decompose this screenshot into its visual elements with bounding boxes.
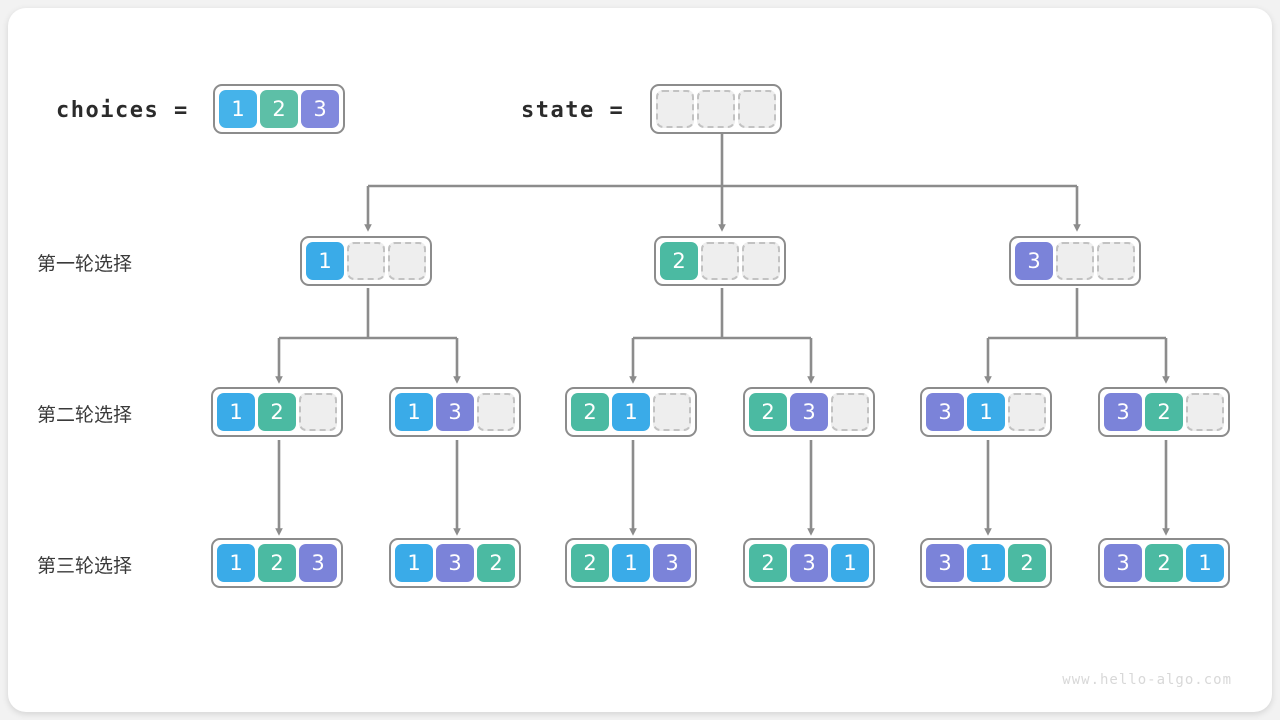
round-3-node-6-cell-1: 2: [1145, 544, 1183, 582]
watermark: www.hello-algo.com: [1062, 672, 1232, 688]
row-label-round-3: 第三轮选择: [37, 555, 133, 577]
state-empty-cell-1: [697, 90, 735, 128]
round-3-node-5-cell-2: 2: [1008, 544, 1046, 582]
round-3-node-1-cell-1: 2: [258, 544, 296, 582]
round-3-node-2-cell-1: 3: [436, 544, 474, 582]
round-1-node-3-cell-0: 3: [1015, 242, 1053, 280]
round-3-node-6-cell-0: 3: [1104, 544, 1142, 582]
round-1-node-1: 1: [300, 236, 432, 286]
round-1-node-2-empty-cell-1: [701, 242, 739, 280]
choices-cell-2: 3: [301, 90, 339, 128]
round-3-node-5-cell-0: 3: [926, 544, 964, 582]
state-empty-cell-0: [656, 90, 694, 128]
round-1-node-3: 3: [1009, 236, 1141, 286]
choices-cell-1: 2: [260, 90, 298, 128]
round-2-node-1-cell-1: 2: [258, 393, 296, 431]
round-2-node-4-cell-1: 3: [790, 393, 828, 431]
round-1-node-2-empty-cell-2: [742, 242, 780, 280]
choices-cell-0: 1: [219, 90, 257, 128]
round-3-node-4-cell-2: 1: [831, 544, 869, 582]
round-1-node-3-empty-cell-2: [1097, 242, 1135, 280]
state-empty-cell-2: [738, 90, 776, 128]
round-2-node-5-cell-1: 1: [967, 393, 1005, 431]
round-2-node-3-empty-cell-2: [653, 393, 691, 431]
round-2-node-4-empty-cell-2: [831, 393, 869, 431]
round-2-node-1-empty-cell-2: [299, 393, 337, 431]
round-1-node-2: 2: [654, 236, 786, 286]
round-3-node-4-cell-1: 3: [790, 544, 828, 582]
round-1-node-1-empty-cell-2: [388, 242, 426, 280]
round-1-node-1-cell-0: 1: [306, 242, 344, 280]
round-1-node-1-empty-cell-1: [347, 242, 385, 280]
round-1-node-2-cell-0: 2: [660, 242, 698, 280]
diagram-card: [8, 8, 1272, 712]
round-2-node-5-empty-cell-2: [1008, 393, 1046, 431]
round-3-node-6-cell-2: 1: [1186, 544, 1224, 582]
round-3-node-2-cell-2: 2: [477, 544, 515, 582]
state-label: state =: [521, 98, 625, 123]
row-label-round-1: 第一轮选择: [37, 253, 133, 275]
round-2-node-4-cell-0: 2: [749, 393, 787, 431]
choices-label: choices =: [56, 98, 189, 123]
round-2-node-2-cell-1: 3: [436, 393, 474, 431]
round-2-node-3-cell-1: 1: [612, 393, 650, 431]
row-label-round-2: 第二轮选择: [37, 404, 133, 426]
round-2-node-3-cell-0: 2: [571, 393, 609, 431]
round-3-node-4-cell-0: 2: [749, 544, 787, 582]
round-2-node-2-cell-0: 1: [395, 393, 433, 431]
round-3-node-3-cell-1: 1: [612, 544, 650, 582]
round-2-node-6-cell-1: 2: [1145, 393, 1183, 431]
round-2-node-2-empty-cell-2: [477, 393, 515, 431]
round-3-node-1-cell-0: 1: [217, 544, 255, 582]
round-2-node-1-cell-0: 1: [217, 393, 255, 431]
round-2-node-6-cell-0: 3: [1104, 393, 1142, 431]
round-3-node-5-cell-1: 1: [967, 544, 1005, 582]
round-2-node-5-cell-0: 3: [926, 393, 964, 431]
state-array: [650, 84, 782, 134]
round-3-node-3-cell-2: 3: [653, 544, 691, 582]
round-2-node-6-empty-cell-2: [1186, 393, 1224, 431]
round-3-node-2-cell-0: 1: [395, 544, 433, 582]
round-3-node-1-cell-2: 3: [299, 544, 337, 582]
round-1-node-3-empty-cell-1: [1056, 242, 1094, 280]
round-3-node-3-cell-0: 2: [571, 544, 609, 582]
